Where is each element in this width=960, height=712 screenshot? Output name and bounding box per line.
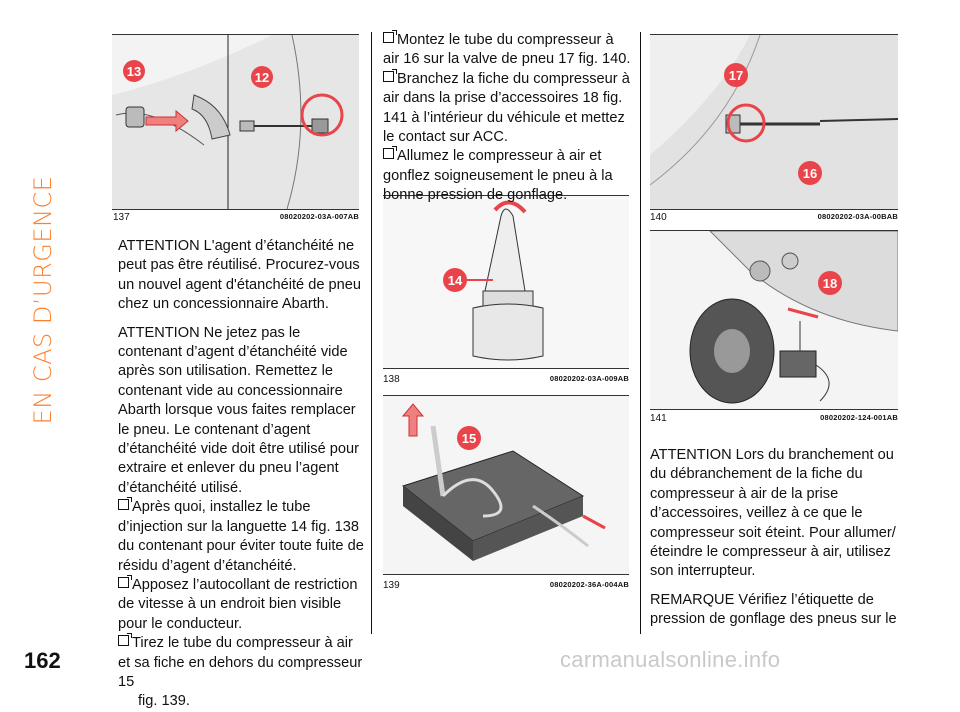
checkbox-bullet-icon [383, 146, 397, 160]
checkbox-bullet-icon [383, 68, 397, 82]
column-rule [371, 32, 372, 634]
bullet-item: Allumez le compresseur à air et gonflez … [383, 146, 613, 204]
svg-text:18: 18 [823, 276, 837, 291]
callout-14 [443, 268, 467, 292]
bullet-item-continuation: fig. 139. [138, 693, 190, 710]
column-1-text: ATTENTION L'agent d’étanchéité ne peut p… [118, 237, 364, 712]
callout-17 [724, 63, 748, 87]
svg-text:13: 13 [127, 64, 141, 79]
bullet-item: Montez le tube du compresseur à air 16 s… [383, 30, 631, 68]
bullet-item: Branchez la fiche du compresseur à air d… [383, 68, 630, 146]
remarque-paragraph: REMARQUE Vérifiez l’étiquette de pressio… [650, 591, 897, 628]
svg-text:14: 14 [448, 273, 463, 288]
figure-138-image: 14 [383, 195, 629, 369]
attention-paragraph-3: ATTENTION Lors du branchement ou du débr… [650, 447, 896, 580]
bullet-item: Après quoi, installez le tube d’injectio… [118, 497, 364, 574]
page-number: 162 [24, 648, 61, 673]
callout-15 [457, 426, 481, 450]
figure-139-image: 15 [383, 395, 629, 575]
checkbox-bullet-icon [118, 633, 132, 647]
figure-140-image: 17 16 [650, 34, 898, 210]
attention-paragraph-2: ATTENTION Ne jetez pas le contenant d’ag… [118, 324, 359, 496]
checkbox-bullet-icon [118, 497, 132, 511]
callout-16 [798, 161, 822, 185]
svg-text:12: 12 [255, 70, 269, 85]
svg-text:16: 16 [803, 166, 817, 181]
checkbox-bullet-icon [118, 574, 132, 588]
column-3-text: ATTENTION Lors du branchement ou du débr… [650, 446, 900, 630]
svg-text:17: 17 [729, 68, 743, 83]
bullet-item: Apposez l’autocollant de restriction de … [118, 574, 358, 632]
callout-18 [818, 271, 842, 295]
checkbox-bullet-icon [383, 30, 397, 43]
watermark-footer: carmanualsonline.info [560, 647, 781, 672]
callout-13 [123, 60, 145, 82]
callout-12 [251, 66, 273, 88]
bullet-item: Tirez le tube du compresseur à air et sa… [118, 633, 363, 690]
column-2-text: Montez le tube du compresseur à air 16 s… [383, 30, 631, 206]
svg-text:15: 15 [462, 431, 476, 446]
figure-137-image: 13 12 [112, 34, 359, 210]
column-rule [640, 32, 641, 634]
attention-paragraph-1: ATTENTION L'agent d’étanchéité ne peut p… [118, 238, 361, 313]
figure-141-image: 18 [650, 230, 898, 410]
